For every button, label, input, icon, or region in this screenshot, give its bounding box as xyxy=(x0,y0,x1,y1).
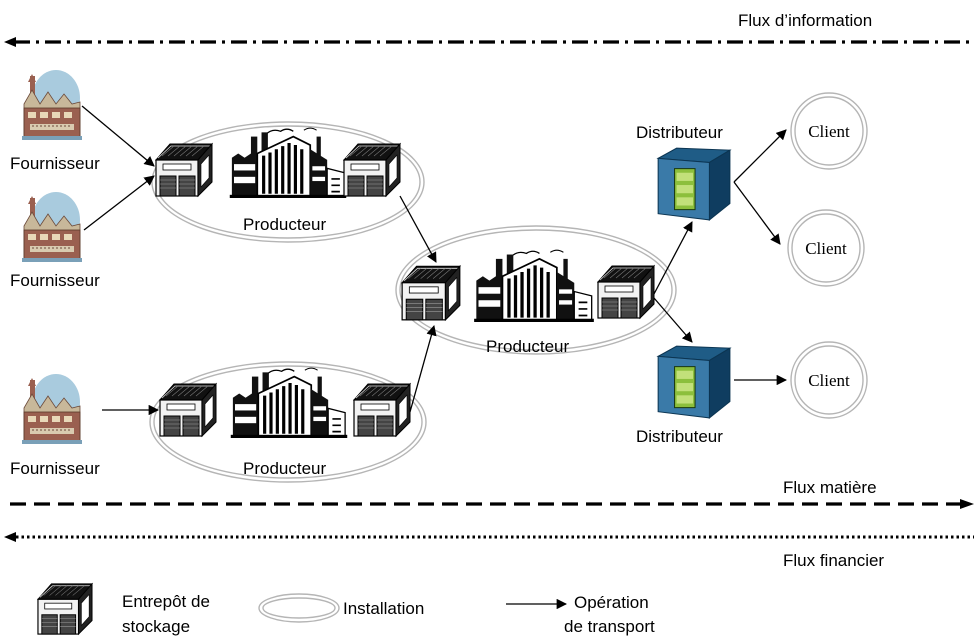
factory-icon xyxy=(228,126,348,198)
warehouse-icon xyxy=(343,143,401,197)
transport-arrows xyxy=(81,105,788,416)
legend-installation-label: Installation xyxy=(343,599,424,618)
material-flow: Flux matière xyxy=(10,478,974,509)
financial-flow-label: Flux financier xyxy=(783,551,884,570)
left-arrow-icon xyxy=(4,37,16,47)
warehouse-icon xyxy=(155,143,213,197)
legend-warehouse-line2: stockage xyxy=(122,617,190,636)
client-label: Client xyxy=(805,239,847,258)
information-flow-label: Flux d’information xyxy=(738,11,872,30)
legend-warehouse-line1: Entrepôt de xyxy=(122,592,210,611)
factory-icon xyxy=(229,366,349,438)
legend: Entrepôt de stockage Installation Opérat… xyxy=(37,583,655,636)
supplier-factory-icon xyxy=(22,69,82,141)
client-node: Client xyxy=(790,92,868,170)
producer-label: Producteur xyxy=(243,215,326,234)
warehouse-icon xyxy=(401,265,461,321)
distributor-label: Distributeur xyxy=(636,123,723,142)
producer-label: Producteur xyxy=(243,459,326,478)
supplier-label: Fournisseur xyxy=(10,271,100,290)
supplier-label: Fournisseur xyxy=(10,459,100,478)
legend-transport-line2: de transport xyxy=(564,617,655,636)
factory-icon xyxy=(472,248,596,322)
supplier-factory-icon xyxy=(22,373,82,445)
supplier-factory-icon xyxy=(22,191,82,263)
distributor-building-icon xyxy=(657,147,731,221)
distributor-label: Distributeur xyxy=(636,427,723,446)
installation-producer-middle xyxy=(395,225,677,355)
warehouse-icon xyxy=(159,383,217,437)
financial-flow: Flux financier xyxy=(4,532,974,570)
warehouse-icon xyxy=(37,583,93,635)
right-arrow-icon xyxy=(960,499,974,509)
producer-label: Producteur xyxy=(486,337,569,356)
material-flow-label: Flux matière xyxy=(783,478,877,497)
left-arrow-icon xyxy=(4,532,16,542)
warehouse-icon xyxy=(353,383,411,437)
warehouse-icon xyxy=(597,265,655,319)
legend-installation-ellipse xyxy=(258,593,340,623)
client-node: Client xyxy=(790,341,868,419)
client-label: Client xyxy=(808,371,850,390)
client-node: Client xyxy=(787,209,865,287)
client-label: Client xyxy=(808,122,850,141)
supplier-label: Fournisseur xyxy=(10,154,100,173)
installation-producer-bottom xyxy=(149,361,427,483)
legend-transport-line1: Opération xyxy=(574,593,649,612)
information-flow: Flux d’information xyxy=(4,11,974,47)
distributor-building-icon xyxy=(657,345,731,419)
